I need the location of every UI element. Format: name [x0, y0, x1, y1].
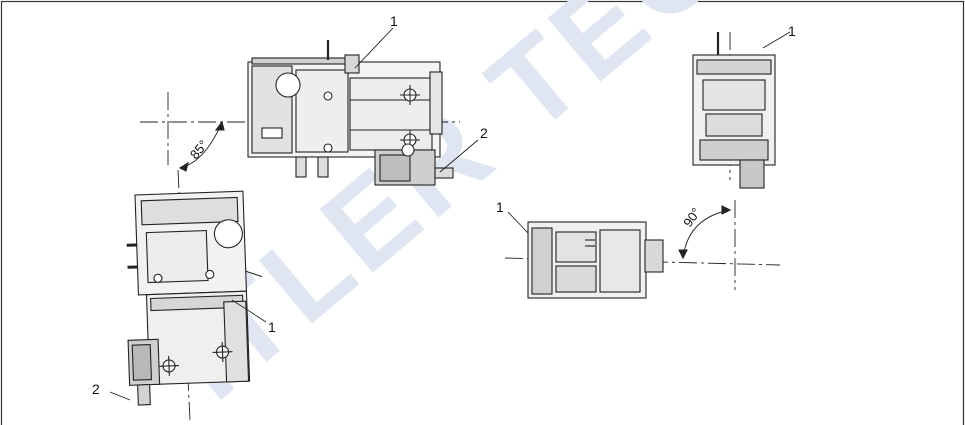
label-top-center-1: 1: [390, 13, 398, 29]
heater-right-top: [692, 31, 791, 189]
label-right-bottom-1: 1: [496, 199, 504, 215]
angle-left: 85°: [187, 137, 211, 162]
heater-left-rotated: [109, 92, 267, 421]
heater-right-bottom: [504, 200, 781, 299]
label-top-center-2: 2: [480, 125, 488, 141]
label-left-2: 2: [92, 381, 100, 397]
angle-right: 90°: [680, 205, 704, 230]
label-left-1: 1: [268, 319, 276, 335]
heater-top-center: [140, 27, 479, 186]
label-right-top-1: 1: [788, 23, 796, 39]
